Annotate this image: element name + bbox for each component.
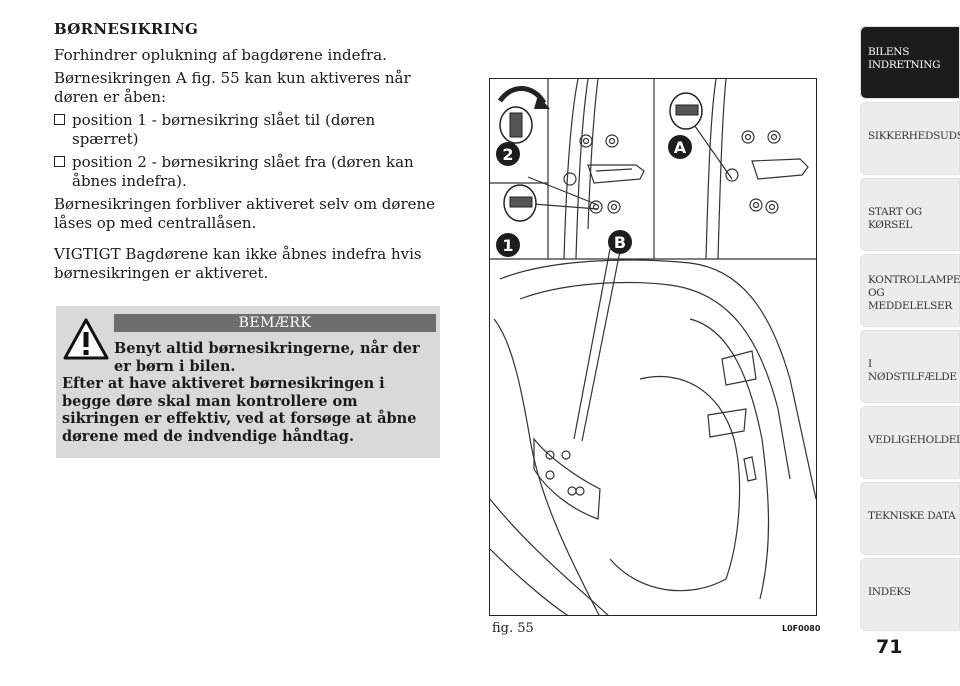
note-text-line1: Benyt altid børnesikringerne, når der er…: [114, 340, 420, 375]
bullet-text: position 2 - børnesikring slået fra (dør…: [72, 153, 414, 190]
figure-code: L0F0080: [782, 624, 821, 633]
lock-knob-1-icon: [503, 184, 537, 222]
tab-label: TEKNISKE DATA: [868, 510, 956, 522]
important-paragraph: VIGTIGT Bagdørene kan ikke åbnes indefra…: [54, 245, 422, 282]
tab-kontrollamper[interactable]: KONTROLLAMPER OG MEDDELELSER: [860, 254, 960, 327]
activation-paragraph: Børnesikringen A fig. 55 kan kun aktiver…: [54, 69, 411, 106]
note-text-line2: Efter at have aktiveret børnesikringen i…: [62, 375, 417, 445]
text-column: BØRNESIKRING Forhindrer oplukning af bag…: [54, 20, 442, 287]
figure-caption: fig. 55: [492, 621, 534, 636]
tab-label: VEDLIGEHOLDELSE: [868, 434, 960, 446]
figure-55: 2 1 A B: [489, 78, 817, 616]
tab-start-og-korsel[interactable]: START OG KØRSEL: [860, 178, 960, 251]
tab-label: I NØDSTILFÆLDE: [868, 358, 957, 383]
lock-knob-2-icon: [499, 106, 533, 144]
label-2: 2: [502, 145, 513, 164]
warning-note: BEMÆRK Benyt altid børnesikringerne, når…: [56, 306, 440, 458]
lock-knob-a-icon: [669, 92, 703, 130]
warning-triangle-icon: [63, 318, 109, 360]
tab-i-nodstilfaelde[interactable]: I NØDSTILFÆLDE: [860, 330, 960, 403]
section-heading: BØRNESIKRING: [54, 20, 199, 38]
door-illustration: 2 1 A B: [490, 79, 816, 615]
note-title: BEMÆRK: [114, 314, 436, 332]
tab-label: SIKKERHEDSUDSTYR: [868, 130, 960, 142]
central-lock-paragraph: Børnesikringen forbliver aktiveret selv …: [54, 195, 436, 232]
tab-label: BILENS INDRETNING: [868, 46, 941, 71]
tab-label: KONTROLLAMPER OG MEDDELELSER: [868, 274, 960, 312]
tab-label: START OG KØRSEL: [868, 206, 922, 231]
tab-sikkerhedsudstyr[interactable]: SIKKERHEDSUDSTYR: [860, 102, 960, 175]
page-number: 71: [876, 636, 903, 658]
label-a: A: [674, 138, 687, 157]
label-1: 1: [502, 236, 513, 255]
checkbox-bullet-icon: [54, 114, 65, 125]
tab-bilens-indretning[interactable]: BILENS INDRETNING: [860, 26, 960, 99]
note-text: Benyt altid børnesikringerne, når der er…: [62, 340, 434, 445]
bullet-text: position 1 - børnesikring slået til (dør…: [72, 111, 376, 148]
tab-vedligeholdelse[interactable]: VEDLIGEHOLDELSE: [860, 406, 960, 479]
label-b: B: [614, 233, 626, 252]
tab-indeks[interactable]: INDEKS: [860, 558, 960, 631]
chapter-tabs: BILENS INDRETNING SIKKERHEDSUDSTYR START…: [860, 26, 960, 634]
bullet-position-2: position 2 - børnesikring slået fra (dør…: [54, 153, 442, 191]
intro-paragraph: Forhindrer oplukning af bagdørene indefr…: [54, 46, 387, 64]
tab-label: INDEKS: [868, 586, 911, 598]
tab-tekniske-data[interactable]: TEKNISKE DATA: [860, 482, 960, 555]
bullet-position-1: position 1 - børnesikring slået til (dør…: [54, 111, 442, 149]
checkbox-bullet-icon: [54, 156, 65, 167]
